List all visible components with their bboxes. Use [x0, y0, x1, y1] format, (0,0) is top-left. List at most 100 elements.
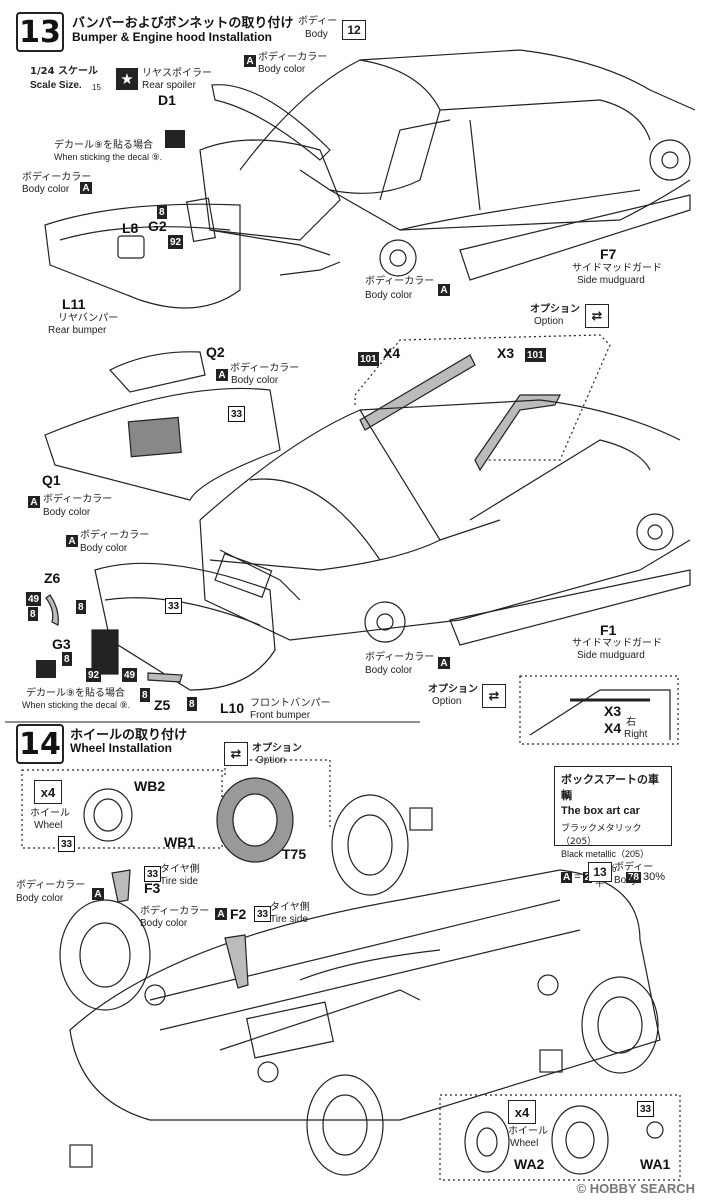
decal-icon [165, 130, 185, 148]
scale-num: 15 [92, 83, 101, 92]
tire-side-jp: タイヤ側 [270, 902, 310, 913]
wheel-jp: ホイール [30, 808, 70, 819]
body-color-jp: ボディーカラー [230, 363, 300, 374]
body-color-en: Body color [140, 918, 188, 929]
body-ref-12: 12 [342, 20, 366, 40]
part-WB2: WB2 [134, 778, 166, 794]
body-color-jp: ボディーカラー [80, 530, 150, 541]
box-art-title-jp: ボックスアートの車輌 [561, 773, 660, 802]
color-a-badge: A [438, 657, 450, 669]
watermark: © HOBBY SEARCH [576, 1181, 695, 1196]
part-num-8: 8 [62, 652, 72, 666]
body-color-en: Body color [258, 64, 306, 75]
part-num-101: 101 [525, 348, 546, 362]
tire-side-jp: タイヤ側 [160, 864, 200, 875]
part-X4: X4 [383, 345, 401, 361]
part-Q2: Q2 [206, 344, 225, 360]
color-a-badge: A [66, 535, 78, 547]
step14-title-jp: ホイールの取り付け [70, 728, 188, 743]
rear-spoiler-drawing [211, 84, 331, 161]
scale-size-box: 1/24 スケール Scale Size. 15 ★ [30, 58, 200, 126]
box-art-color-jp: ブラックメタリック（205） [561, 824, 642, 847]
step-number-14: 14 [16, 724, 64, 764]
part-F2: F2 [230, 906, 247, 922]
step-number-13: 13 [16, 12, 64, 52]
color-a-badge: A [28, 496, 40, 508]
body-color-en: Body color [80, 543, 128, 554]
mudguard-en: Side mudguard [577, 275, 645, 286]
rear-bumper-drawing [44, 203, 241, 309]
part-num-92: 92 [168, 235, 184, 249]
part-num-33: 33 [254, 906, 272, 922]
part-Z5: Z5 [154, 697, 171, 713]
body-color-jp: ボディーカラー [16, 880, 86, 891]
option-arrows-icon: ⇄ [482, 684, 506, 708]
option-jp: オプション [530, 304, 580, 315]
quantity-x4-badge: x4 [34, 780, 62, 804]
color-a-badge: A [438, 284, 450, 296]
mudguard-en: Side mudguard [577, 650, 645, 661]
part-WA2: WA2 [514, 1156, 545, 1172]
part-X3: X3 [604, 703, 622, 719]
body-color-jp: ボディーカラー [258, 52, 328, 63]
body-color-en: Body color [22, 184, 70, 195]
box-art-info: ボックスアートの車輌 The box art car ブラックメタリック（205… [554, 766, 672, 890]
part-num-33: 33 [165, 598, 183, 614]
part-num-101: 101 [358, 352, 379, 366]
part-num-8: 8 [76, 600, 86, 614]
color-a-badge: A [92, 888, 104, 900]
body-ref-13: 13 [588, 862, 612, 882]
part-F7: F7 [600, 246, 617, 262]
rear-bumper-en: Rear bumper [48, 325, 107, 336]
part-num-49: 49 [26, 592, 42, 606]
part-Q1: Q1 [42, 472, 61, 488]
color-a-badge: A [216, 369, 228, 381]
front-bumper-drawing [94, 562, 276, 691]
part-F3: F3 [144, 880, 161, 896]
part-L11: L11 [62, 296, 86, 312]
part-num-49: 49 [122, 668, 138, 682]
scale-label-en: Scale Size. [30, 80, 82, 91]
part-L8: L8 [122, 220, 139, 236]
part-F1: F1 [600, 622, 617, 638]
body-color-jp: ボディーカラー [43, 494, 113, 505]
quantity-x4-badge: x4 [508, 1100, 536, 1124]
part-num-8: 8 [187, 697, 197, 711]
color-a-badge: A [215, 908, 227, 920]
scale-label-jp: 1/24 スケール [30, 66, 99, 77]
decal-note-en: When sticking the decal ⑨. [22, 700, 131, 710]
option-arrows-icon: ⇄ [224, 742, 248, 766]
part-Z6: Z6 [44, 570, 61, 586]
body-color-en: Body color [43, 507, 91, 518]
wheel-en: Wheel [510, 1138, 539, 1149]
mudguard-jp: サイドマッドガード [572, 638, 662, 649]
part-num-8: 8 [28, 607, 38, 621]
rear-bumper-jp: リヤバンパー [58, 313, 119, 324]
body-ref-jp: ボディー [614, 862, 654, 873]
mudguard-jp: サイドマッドガード [572, 263, 662, 274]
decal-icon [36, 660, 56, 678]
body-color-en: Body color [16, 893, 64, 904]
body-ref-en: Body [305, 29, 328, 40]
front-bumper-en: Front bumper [250, 710, 311, 721]
option-en: Option [256, 755, 286, 766]
body-color-jp: ボディーカラー [140, 906, 210, 917]
color-a-badge: A [244, 55, 256, 67]
body-ref-jp: ボディー [298, 16, 338, 27]
part-num-33: 33 [144, 866, 162, 882]
part-WB1: WB1 [164, 834, 196, 850]
part-X3: X3 [497, 345, 515, 361]
part-X4: X4 [604, 720, 622, 736]
decal-note-en: When sticking the decal ⑨. [54, 152, 163, 162]
engine-hood-drawing [44, 387, 281, 501]
part-T75: T75 [282, 846, 307, 862]
option-jp: オプション [252, 743, 302, 754]
part-num-8: 8 [157, 205, 167, 219]
right-en: Right [624, 729, 648, 740]
color-a-badge: A [80, 182, 92, 194]
wheel-jp: ホイール [508, 1126, 548, 1137]
front-bumper-jp: フロントバンパー [250, 698, 331, 709]
part-L10: L10 [220, 700, 245, 716]
part-num-33: 33 [637, 1101, 655, 1117]
